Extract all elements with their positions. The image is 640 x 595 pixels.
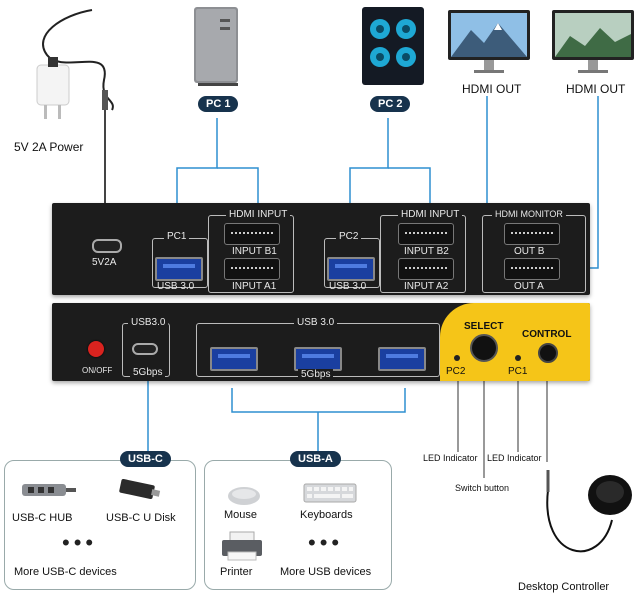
input-a1-label: INPUT A1 (232, 281, 277, 292)
input-b1-label: INPUT B1 (232, 246, 277, 257)
usbc-udisk-icon (119, 478, 161, 500)
usbc-more-label: More USB-C devices (14, 566, 117, 578)
out-b-label: OUT B (514, 246, 545, 257)
usba-bottom-label: 5Gbps (298, 369, 334, 380)
input-b2-label: INPUT B2 (404, 246, 449, 257)
usba-more-label: More USB devices (280, 566, 372, 578)
usb30-port-2[interactable] (327, 257, 375, 281)
input-a1-port[interactable] (224, 258, 280, 280)
mouse-icon (228, 487, 260, 505)
power-adapter-icon (36, 9, 114, 119)
pc2-badge: PC 2 (370, 96, 411, 112)
monitor-1-icon (448, 10, 530, 73)
switch-button-label: Switch button (455, 483, 510, 493)
select-label: SELECT (464, 321, 504, 332)
front-panel: ON/OFF USB3.0 5Gbps USB 3.0 5Gbps SELECT… (52, 303, 590, 381)
usba-more-dots: ••• (308, 530, 344, 555)
usb30-label-1: USB 3.0 (157, 281, 195, 292)
power-port[interactable] (92, 239, 122, 253)
pc2-label: PC2 (336, 231, 362, 242)
usba-item1-label: Mouse (224, 509, 258, 521)
usba-item2-label: Keyboards (300, 509, 353, 521)
pc1-badge: PC 1 (198, 96, 239, 112)
out-a-label: OUT A (514, 281, 544, 292)
pc2-tower-icon (362, 7, 424, 85)
usb30-label-2: USB 3.0 (329, 281, 367, 292)
usbc-top-label: USB3.0 (128, 317, 169, 328)
usbc-box-title: USB-C (120, 451, 171, 467)
input-b2-port[interactable] (398, 223, 454, 245)
pc2-led-label: PC2 (446, 366, 466, 377)
usb30-port-1[interactable] (155, 257, 203, 281)
select-button[interactable] (470, 334, 498, 362)
pc1-led (515, 355, 521, 361)
usba-devices-box (204, 460, 392, 590)
control-label: CONTROL (522, 329, 572, 340)
power-port-label: 5V2A (92, 257, 117, 268)
printer-icon (222, 531, 262, 561)
usba-top-label: USB 3.0 (294, 317, 338, 328)
front-panel-yellow-section (440, 303, 590, 381)
input-b1-port[interactable] (224, 223, 280, 245)
led-indicator-2-label: LED Indicator (487, 453, 542, 463)
usbc-item2-label: USB-C U Disk (106, 512, 176, 524)
control-port[interactable] (538, 343, 558, 363)
keyboard-icon (303, 483, 357, 503)
usba-box-title: USB-A (290, 451, 341, 467)
hdmi-input-2-label: HDMI INPUT (398, 209, 463, 220)
hdmi-input-1-label: HDMI INPUT (226, 209, 291, 220)
input-a2-label: INPUT A2 (404, 281, 449, 292)
hdmi-out-1-label: HDMI OUT (462, 82, 522, 96)
usbc-hub-icon (22, 484, 76, 496)
pc2-led (454, 355, 460, 361)
power-label: 5V 2A Power (14, 140, 84, 154)
usba-port-2[interactable] (294, 347, 342, 371)
out-b-port[interactable] (504, 223, 560, 245)
usbc-item1-label: USB-C HUB (12, 512, 73, 524)
usbc-devices-box (4, 460, 196, 590)
usba-port-3[interactable] (378, 347, 426, 371)
usba-port-1[interactable] (210, 347, 258, 371)
hdmi-out-2-label: HDMI OUT (566, 82, 626, 96)
desktop-controller-icon (588, 475, 632, 515)
out-a-port[interactable] (504, 258, 560, 280)
monitor-2-icon (552, 10, 634, 73)
pc1-tower-icon (194, 7, 238, 86)
pc1-label: PC1 (164, 231, 190, 242)
usbc-more-dots: ••• (62, 530, 98, 555)
usbc-bottom-label: 5Gbps (130, 367, 166, 378)
onoff-label: ON/OFF (82, 366, 113, 375)
power-button[interactable] (88, 341, 104, 357)
desktop-controller-label: Desktop Controller (518, 581, 610, 593)
input-a2-port[interactable] (398, 258, 454, 280)
pc1-led-label: PC1 (508, 366, 528, 377)
led-indicator-1-label: LED Indicator (423, 453, 478, 463)
usba-item3-label: Printer (220, 566, 253, 578)
hdmi-monitor-label: HDMI MONITOR (492, 209, 566, 219)
usbc-port[interactable] (132, 343, 158, 355)
rear-panel: 5V2A PC1 USB 3.0 HDMI INPUT INPUT B1 INP… (52, 203, 590, 295)
